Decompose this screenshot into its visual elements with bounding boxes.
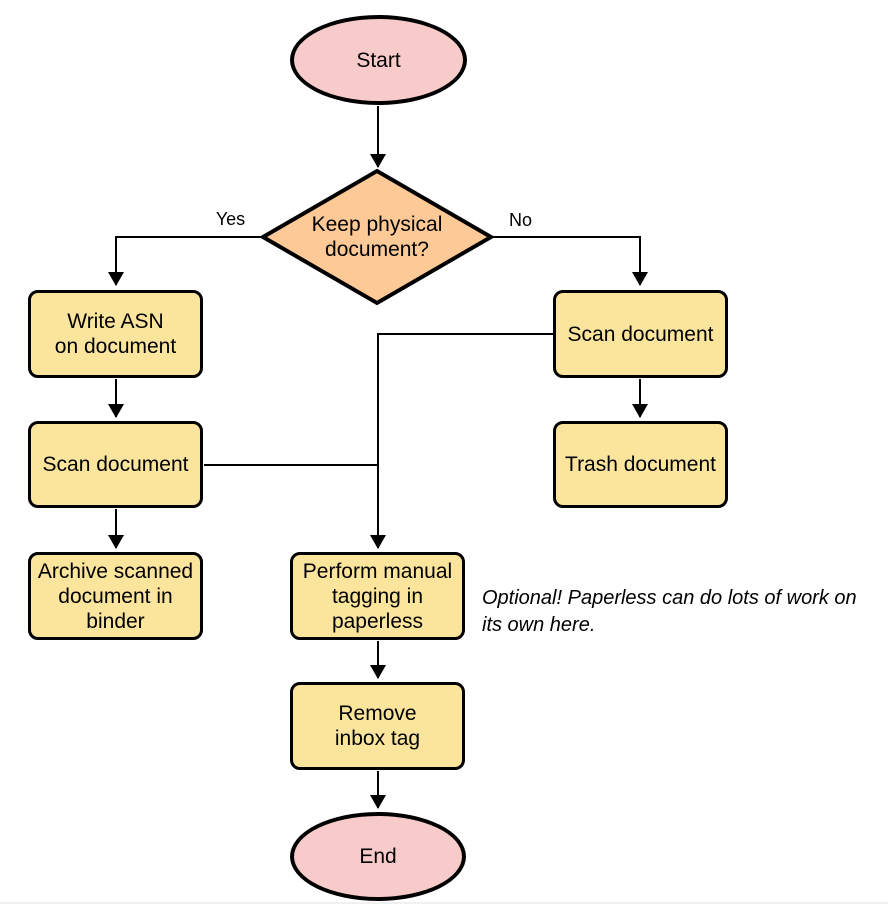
node-archive-binder-label: Archive scanned document in binder [37,559,194,633]
node-scan-document-right-label: Scan document [567,322,714,346]
node-scan-document-right: Scan document [553,290,728,378]
page-bottom-edge [0,902,888,904]
edge-scan-right-to-tagging [370,333,553,549]
node-end-label: End [359,845,397,868]
annotation-optional-note: Optional! Paperless can do lots of work … [482,587,857,636]
node-archive-binder: Archive scanned document in binder [28,552,203,640]
edge-decision-yes-to-write-asn [108,236,264,286]
node-remove-inbox-tag: Remove inbox tag [290,682,465,770]
node-scan-document-left-label: Scan document [42,453,189,476]
decision-diamond-shape [259,168,495,306]
node-remove-inbox-tag-label: Remove inbox tag [334,702,421,750]
node-end: End [290,812,466,901]
node-decision-label: Keep physical document? [311,213,443,261]
node-scan-document-left: Scan document [28,421,203,508]
node-trash-document: Trash document [553,421,728,508]
edge-label-no: No [508,210,532,230]
node-start: Start [290,15,467,105]
node-trash-document-label: Trash document [565,453,716,476]
edge-decision-no-to-scan-right [490,236,648,286]
node-decision: Keep physical document? [277,201,477,273]
edge-label-yes: Yes [215,209,246,229]
node-write-asn-label: Write ASN on document [54,310,177,358]
node-manual-tagging: Perform manual tagging in paperless [290,552,465,640]
node-start-label: Start [356,48,401,72]
node-write-asn: Write ASN on document [28,290,203,378]
node-manual-tagging-label: Perform manual tagging in paperless [302,559,453,633]
